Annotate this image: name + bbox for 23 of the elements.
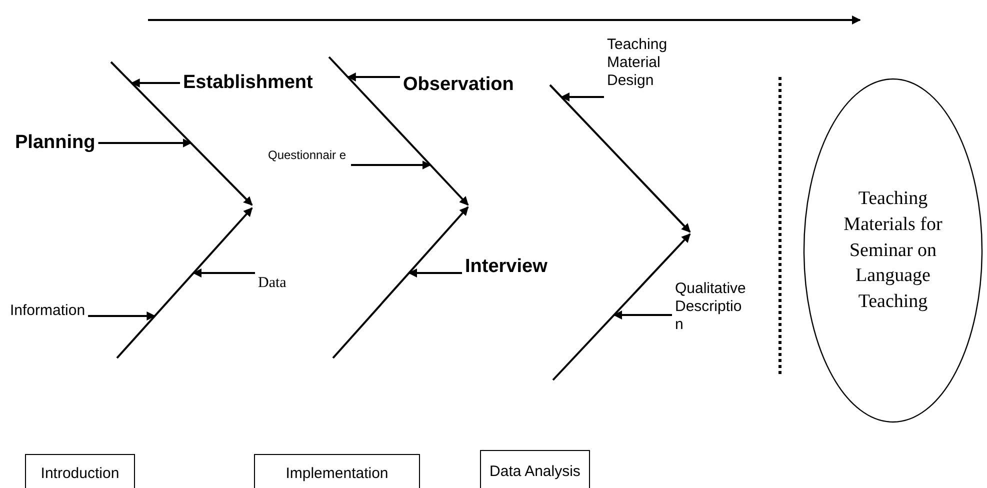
arrow (130, 78, 180, 88)
step-label: Data (258, 274, 286, 292)
step-label: Questionnair e (268, 148, 348, 162)
arrow (613, 310, 672, 320)
step-label: Information (10, 302, 86, 320)
stage-label: Establishment (183, 72, 313, 95)
phase-box: Introduction (25, 454, 135, 488)
arrow (98, 138, 192, 148)
bone-arrow (116, 207, 253, 359)
arrow (408, 268, 462, 278)
result-ellipse: Teaching Materials for Seminar on Language Teaching (803, 78, 983, 423)
arrow (351, 160, 432, 170)
phase-box: Data Analysis (480, 450, 590, 488)
phase-box: Implementation (254, 454, 420, 488)
arrow (88, 312, 156, 320)
step-label: Qualitative Descriptio n (675, 280, 751, 334)
arrow (346, 72, 400, 82)
stage-label: Observation (403, 74, 514, 97)
step-label: Teaching Material Design (607, 36, 687, 90)
arrow (560, 92, 604, 102)
stage-label: Planning (15, 132, 96, 155)
arrow (192, 268, 255, 278)
stage-label: Interview (465, 256, 548, 279)
